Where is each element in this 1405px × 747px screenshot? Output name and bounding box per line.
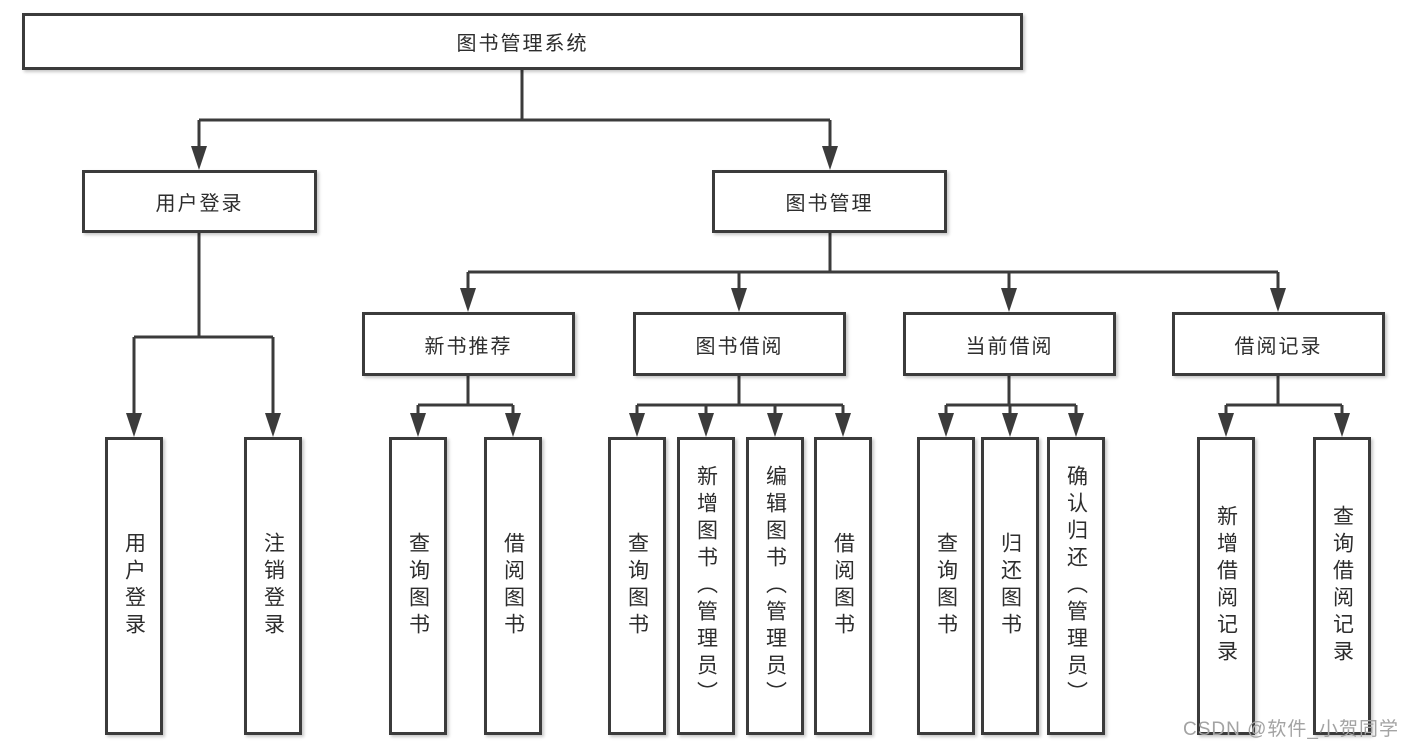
arrow-down-icon: [460, 288, 476, 312]
arrow-down-icon: [1334, 413, 1350, 437]
arrow-down-icon: [1218, 413, 1234, 437]
arrow-down-icon: [1068, 413, 1084, 437]
csdn-watermark: CSDN @软件_小贺同学: [1183, 719, 1399, 740]
leaf-label: 查询借阅记录: [1330, 505, 1354, 667]
arrow-down-icon: [191, 146, 207, 170]
arrow-down-icon: [1270, 288, 1286, 312]
arrow-down-icon: [835, 413, 851, 437]
leaf-label: 确认归还（管理员）: [1064, 464, 1088, 708]
arrow-down-icon: [410, 413, 426, 437]
leaf-label: 注销登录: [261, 532, 285, 640]
arrow-down-icon: [731, 288, 747, 312]
node-borrow-book-borrowing: 借阅图书: [814, 437, 872, 735]
arrow-down-icon: [822, 146, 838, 170]
leaf-label: 编辑图书（管理员）: [763, 464, 787, 708]
leaf-label: 借阅图书: [501, 532, 525, 640]
node-new-book-recommend: 新书推荐: [362, 312, 575, 376]
leaf-label: 借阅图书: [831, 532, 855, 640]
node-book-borrowing: 图书借阅: [633, 312, 846, 376]
node-query-book-recommend: 查询图书: [389, 437, 447, 735]
leaf-label: 查询图书: [625, 532, 649, 640]
leaf-label: 查询图书: [406, 532, 430, 640]
leaf-label: 新增图书（管理员）: [694, 464, 718, 708]
node-logout-leaf: 注销登录: [244, 437, 302, 735]
arrow-down-icon: [1001, 288, 1017, 312]
leaf-label: 查询图书: [934, 532, 958, 640]
node-query-borrow-record: 查询借阅记录: [1313, 437, 1371, 735]
arrow-down-icon: [1002, 413, 1018, 437]
node-borrow-book-recommend: 借阅图书: [484, 437, 542, 735]
arrow-down-icon: [265, 413, 281, 437]
node-edit-book-admin: 编辑图书（管理员）: [746, 437, 804, 735]
node-confirm-return-admin: 确认归还（管理员）: [1047, 437, 1105, 735]
leaf-label: 用户登录: [122, 532, 146, 640]
node-add-book-admin: 新增图书（管理员）: [677, 437, 735, 735]
node-book-management: 图书管理: [712, 170, 947, 233]
node-borrow-records: 借阅记录: [1172, 312, 1385, 376]
node-user-login: 用户登录: [82, 170, 317, 233]
node-current-borrowing: 当前借阅: [903, 312, 1116, 376]
arrow-down-icon: [629, 413, 645, 437]
node-library-management-system: 图书管理系统: [22, 13, 1023, 70]
leaf-label: 归还图书: [998, 532, 1022, 640]
node-return-book: 归还图书: [981, 437, 1039, 735]
arrow-down-icon: [505, 413, 521, 437]
node-user-login-leaf: 用户登录: [105, 437, 163, 735]
leaf-label: 新增借阅记录: [1214, 505, 1238, 667]
node-query-book-borrowing: 查询图书: [608, 437, 666, 735]
arrow-down-icon: [698, 413, 714, 437]
arrow-down-icon: [767, 413, 783, 437]
arrow-down-icon: [938, 413, 954, 437]
node-query-book-current: 查询图书: [917, 437, 975, 735]
arrow-down-icon: [126, 413, 142, 437]
node-add-borrow-record: 新增借阅记录: [1197, 437, 1255, 735]
